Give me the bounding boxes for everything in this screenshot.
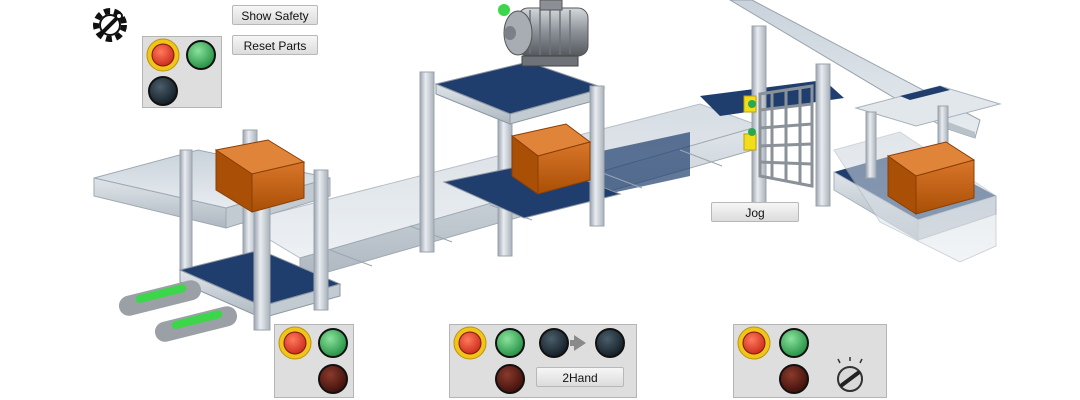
jog-button[interactable]: Jog — [711, 202, 799, 222]
gear-wrench-icon[interactable] — [88, 3, 132, 47]
reset-parts-button[interactable]: Reset Parts — [232, 35, 318, 55]
two-hand-button[interactable]: 2Hand — [536, 367, 624, 387]
control-panel-two-hand-face — [453, 326, 625, 394]
emergency-stop-button[interactable] — [146, 38, 180, 72]
control-panel-left-face — [278, 326, 348, 394]
arrow-right-icon — [574, 335, 586, 351]
control-panel-right-station — [733, 324, 887, 398]
stop-button[interactable] — [779, 364, 809, 394]
left-lower-conveyor — [178, 169, 342, 331]
box-right — [886, 141, 976, 215]
electric-motor — [503, 0, 589, 67]
left-input-conveyor — [93, 129, 331, 281]
control-panel-main — [142, 36, 222, 108]
motor-status-lamp — [498, 4, 510, 16]
control-panel-left-station — [274, 324, 354, 398]
proximity-sensor-upper — [118, 280, 202, 316]
emergency-stop-button[interactable] — [278, 326, 312, 360]
start-button[interactable] — [186, 40, 216, 70]
key-switch-icon[interactable] — [837, 357, 863, 392]
proximity-sensor-lower — [154, 306, 238, 342]
two-hand-left-button[interactable] — [539, 328, 569, 358]
light-curtain-gate — [743, 25, 831, 207]
control-panel-two-hand-station: 2Hand — [449, 324, 637, 398]
box-middle — [510, 123, 592, 195]
emergency-stop-button[interactable] — [737, 326, 771, 360]
control-panel-right-face — [737, 326, 863, 394]
start-button[interactable] — [779, 328, 809, 358]
stop-button[interactable] — [495, 364, 525, 394]
stop-button[interactable] — [318, 364, 348, 394]
start-button[interactable] — [318, 328, 348, 358]
start-button[interactable] — [495, 328, 525, 358]
emergency-stop-button[interactable] — [453, 326, 487, 360]
arrow-right-icon-stem — [570, 340, 576, 346]
box-left — [214, 139, 306, 213]
control-panel-main-face — [146, 38, 216, 106]
reset-button[interactable] — [148, 76, 178, 106]
show-safety-button[interactable]: Show Safety — [232, 5, 318, 25]
two-hand-right-button[interactable] — [595, 328, 625, 358]
